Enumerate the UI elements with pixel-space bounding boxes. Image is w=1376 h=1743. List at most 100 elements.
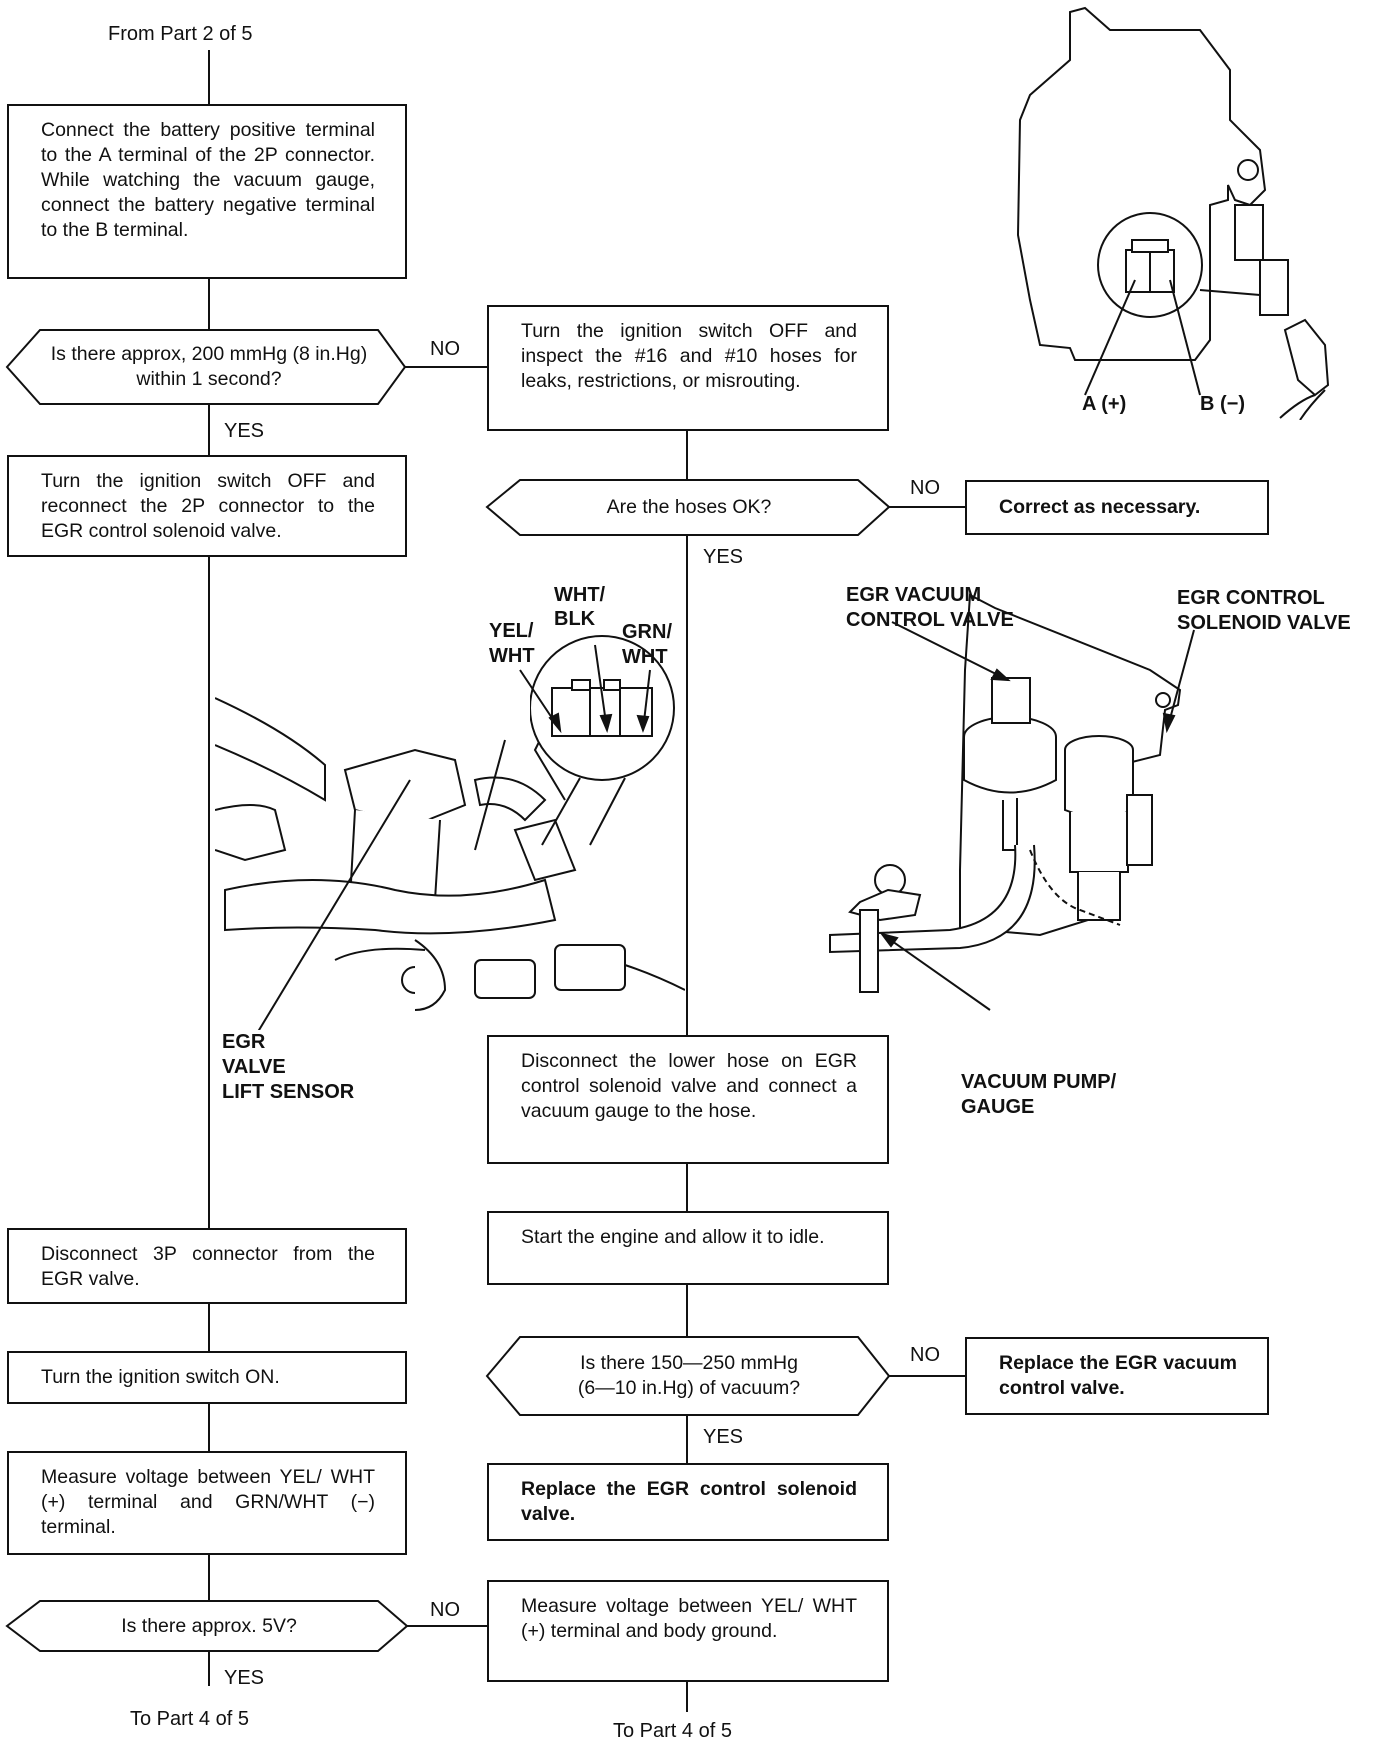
egr-valve-connector-illustration (215, 697, 685, 1030)
question-vacuum-line2: (6—10 in.Hg) of vacuum? (577, 1377, 801, 1399)
terminal-a (1125, 249, 1151, 293)
label-pump-1: VACUUM PUMP/ (961, 1071, 1117, 1093)
wire (541, 777, 581, 846)
vacuum-valve-body (963, 737, 1057, 794)
label-yel-wht-2: WHT (489, 645, 535, 667)
wire (1299, 389, 1326, 420)
wire-plug (1283, 318, 1330, 397)
hidden-hose (1029, 849, 1121, 926)
mounting-hole (1237, 159, 1259, 181)
arrowhead (599, 713, 613, 734)
intake-part (513, 818, 577, 882)
label-vacuum-valve-2: CONTROL VALVE (846, 609, 1014, 631)
no-label: NO (430, 1599, 460, 1621)
label-pump-2: GAUGE (961, 1096, 1035, 1118)
engine-part (215, 804, 287, 862)
solenoid-connector-illustration (1016, 6, 1330, 420)
action-correct: Correct as necessary. (965, 480, 1269, 535)
label-lift-sensor-1: EGR (222, 1031, 266, 1053)
leader-a (1084, 279, 1136, 396)
arrowhead (1162, 712, 1176, 734)
yes-label: YES (224, 1667, 265, 1689)
step-connect-battery: Connect the battery positive terminal to… (7, 104, 407, 279)
question-200mmhg: Is there approx, 200 mmHg (8 in.Hg) with… (50, 343, 368, 390)
decision-diamond-4 (5, 1600, 409, 1652)
label-yel-wht-1: YEL/ (489, 620, 534, 642)
arrowhead (636, 714, 650, 733)
latch (571, 679, 591, 691)
plug-upper (1234, 204, 1264, 261)
question-hoses-ok: Are the hoses OK? (606, 496, 772, 518)
question-vacuum: Is there 150—250 mmHg (6—10 in.Hg) of va… (520, 1337, 858, 1415)
decision-diamond-1 (5, 329, 407, 405)
valve-leaders (879, 621, 1195, 1011)
leader-b (1169, 279, 1201, 396)
step-start-engine: Start the engine and allow it to idle. (487, 1211, 889, 1285)
engine-hose (215, 697, 326, 802)
mounting-hole (1155, 692, 1171, 708)
step-measure-body-ground: Measure voltage between YEL/ WHT (+) ter… (487, 1580, 889, 1682)
question-5v: Is there approx. 5V? (121, 1614, 297, 1637)
to-part-label: To Part 4 of 5 (613, 1720, 732, 1742)
engine-pipe (224, 878, 557, 935)
label-wht-blk-2: BLK (554, 608, 596, 630)
label-grn-wht-1: GRN/ (622, 621, 672, 643)
action-replace-solenoid: Replace the EGR control solenoid valve. (487, 1463, 889, 1541)
label-vacuum-valve-1: EGR VACUUM (846, 584, 982, 606)
step-reconnect-2p: Turn the ignition switch OFF and reconne… (7, 455, 407, 557)
wire (414, 939, 447, 1011)
wire (1199, 289, 1261, 296)
question-vacuum-line1: Is there 150—250 mmHg (580, 1352, 798, 1374)
label-grn-wht-2: WHT (622, 646, 668, 668)
leader-lift-sensor (257, 779, 411, 1030)
harness-connector (474, 959, 536, 999)
vacuum-valve-top (991, 677, 1031, 724)
decision-diamond-3 (485, 1336, 891, 1416)
label-solenoid-1: EGR CONTROL (1177, 587, 1325, 609)
pump-handle (859, 909, 879, 993)
wire (1279, 394, 1316, 419)
label-lift-sensor-2: VALVE (222, 1056, 286, 1078)
wire (624, 964, 685, 991)
from-part-label: From Part 2 of 5 (108, 23, 253, 45)
leader-pump (881, 933, 991, 1011)
step-inspect-hoses: Turn the ignition switch OFF and inspect… (487, 305, 889, 431)
no-label: NO (910, 1344, 940, 1366)
yes-label: YES (224, 420, 265, 442)
arrowhead (548, 712, 562, 734)
wire (474, 739, 506, 851)
solenoid-connector (1126, 794, 1153, 866)
leader-solenoid (1166, 629, 1195, 731)
leader-vacuum-valve (891, 621, 1009, 681)
label-terminal-a: A (+) (1082, 393, 1127, 415)
to-part-label: To Part 4 of 5 (130, 1708, 249, 1730)
vacuum-hose (829, 844, 1036, 954)
label-terminal-b: B (−) (1200, 393, 1245, 415)
solenoid-body-shape (1016, 6, 1267, 361)
no-label: NO (910, 477, 940, 499)
step-disconnect-lower-hose: Disconnect the lower hose on EGR control… (487, 1035, 889, 1164)
wire-leaders (519, 644, 651, 734)
step-ignition-on: Turn the ignition switch ON. (7, 1351, 407, 1404)
yes-label: YES (703, 546, 744, 568)
vacuum-port (1002, 798, 1018, 851)
pin-grn-wht (619, 687, 653, 737)
action-replace-vacuum-valve: Replace the EGR vacuum control valve. (965, 1337, 1269, 1415)
vacuum-valve-illustration (829, 593, 1182, 993)
harness-connector (554, 944, 626, 991)
connector-latch (1131, 239, 1169, 253)
latch (603, 679, 621, 691)
label-lift-sensor-3: LIFT SENSOR (222, 1081, 355, 1103)
yes-label: YES (703, 1426, 744, 1448)
arrowhead (990, 668, 1011, 682)
label-solenoid-2: SOLENOID VALVE (1177, 612, 1351, 634)
step-disconnect-3p: Disconnect 3P connector from the EGR val… (7, 1228, 407, 1304)
step-measure-voltage: Measure voltage between YEL/ WHT (+) ter… (7, 1451, 407, 1555)
wire (589, 777, 626, 846)
plug-lower (1259, 259, 1289, 316)
wire (334, 947, 426, 961)
solenoid-base (1077, 872, 1121, 921)
arrowhead (879, 932, 899, 948)
